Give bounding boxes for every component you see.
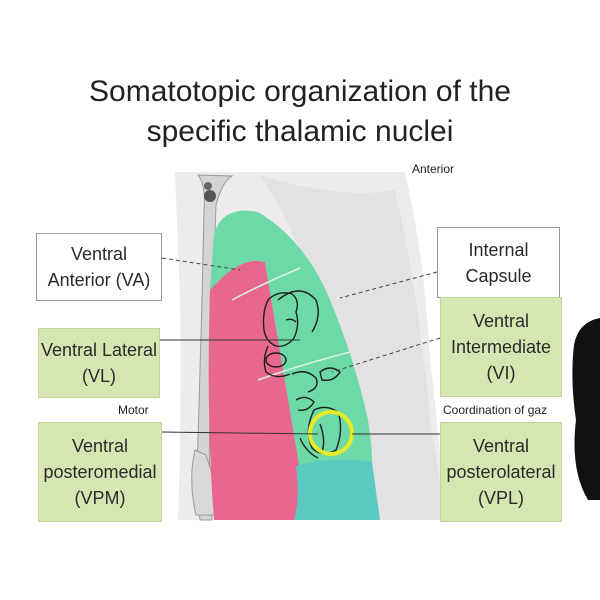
label-ventral-intermediate: Ventral Intermediate (VI) [440,297,562,397]
ic-line-2: Capsule [465,265,532,286]
label-ventral-posterolateral: Ventral posterolateral (VPL) [440,422,562,522]
title-line-1: Somatotopic organization of the [89,75,511,108]
fornix-marker-inner [204,182,212,190]
vpl-line-1: Ventral [472,436,530,456]
presenter-silhouette [572,318,600,500]
highlight-circle [308,410,354,456]
title-line-2: specific thalamic nuclei [146,115,454,148]
vpl-line-3: (VPL) [477,488,524,508]
label-internal-capsule: Internal Capsule [437,227,560,298]
vl-vi-boundary [257,351,351,381]
va-vl-boundary [231,267,301,301]
vl-line-1: Ventral Lateral [40,340,158,360]
label-ventral-anterior: Ventral Anterior (VA) [36,233,162,301]
anterior-label: Anterior [412,162,455,176]
va-line-2: Anterior (VA) [47,270,151,290]
ic-line-1: Internal [468,239,529,260]
vi-line-2: Intermediate [450,337,552,357]
vi-line-3: (VI) [486,363,516,383]
leader-line-vi [331,337,441,373]
vpm-line-1: Ventral [71,436,129,456]
leader-line-internal-capsule [339,271,438,299]
leader-line-vpm [161,431,319,435]
slide-title: Somatotopic organization of the specific… [60,72,540,152]
label-ventral-posteromedial: Ventral posteromedial (VPM) [38,422,162,522]
label-ventral-lateral: Ventral Lateral (VL) [38,328,160,398]
ventral-posterolateral-region [294,459,380,520]
vpm-line-2: posteromedial [43,462,157,482]
fornix-marker [204,190,216,202]
coordination-label: Coordination of gaz [443,403,548,417]
pink-nucleus-region [208,260,300,520]
vl-line-2: (VL) [81,366,116,386]
homunculus-sketch [262,290,342,459]
va-line-1: Ventral [70,244,128,264]
vi-line-1: Ventral [472,311,530,331]
vpl-line-2: posterolateral [446,462,556,482]
leader-line-va [161,257,241,271]
motor-label: Motor [118,403,149,417]
vpm-line-3: (VPM) [74,488,126,508]
